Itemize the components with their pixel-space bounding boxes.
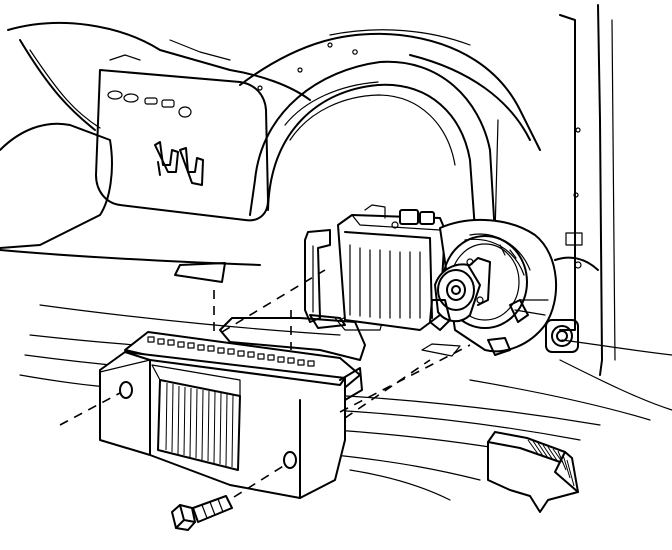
rear-body-pillar: [545, 4, 672, 376]
bracket-slot-row: [147, 336, 315, 367]
mounting-bracket: [99, 331, 363, 499]
alignment-guides: [59, 269, 471, 498]
bolt: [171, 495, 233, 531]
interior-door-panel: [0, 21, 311, 249]
wheel-well-housing: [239, 29, 541, 236]
bracket-vent-grille: [151, 364, 241, 471]
air-compressor-assembly: [304, 204, 558, 356]
direction-arrow-icon: [487, 431, 579, 513]
